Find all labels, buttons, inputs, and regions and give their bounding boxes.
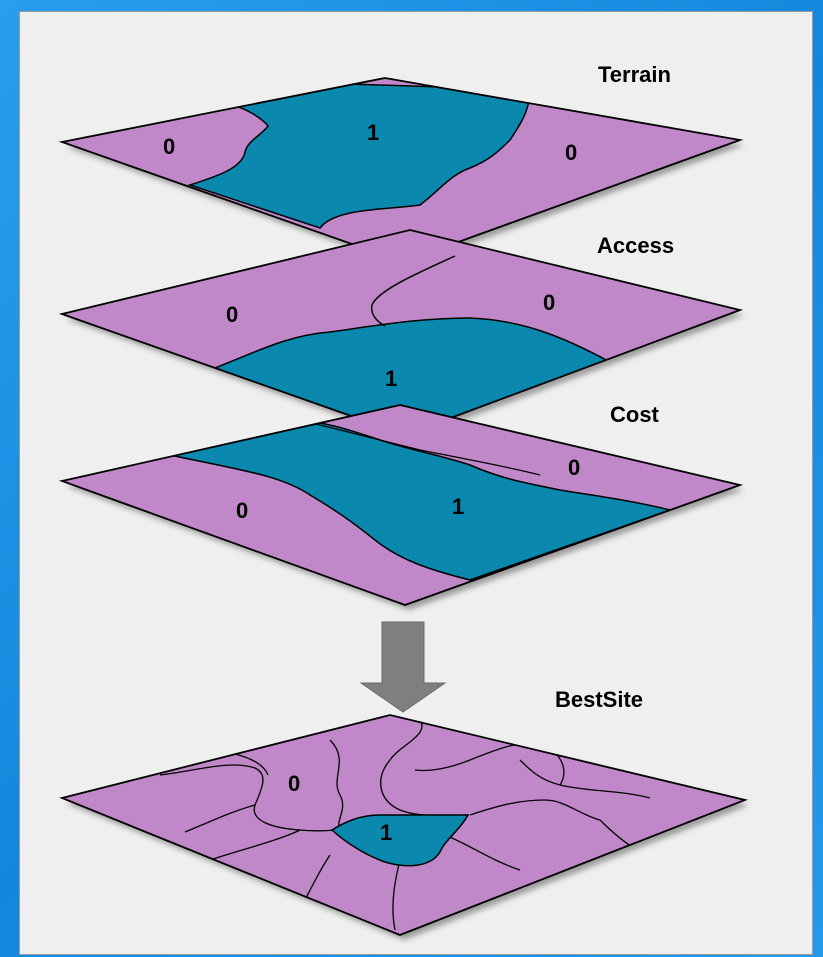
cost-value-left: 0 [236, 498, 248, 523]
terrain-value-left: 0 [163, 134, 175, 159]
bestsite-label: BestSite [555, 687, 643, 712]
cost-value-center: 1 [452, 494, 464, 519]
bestsite-value-zero: 0 [288, 771, 300, 796]
cost-value-right: 0 [568, 455, 580, 480]
access-outline [58, 229, 744, 436]
down-arrow-icon [359, 621, 447, 713]
terrain-label: Terrain [598, 62, 671, 87]
bestsite-layer: 0 1 [59, 714, 748, 936]
access-label: Access [597, 233, 674, 258]
terrain-value-right: 0 [565, 140, 577, 165]
access-value-right: 0 [543, 290, 555, 315]
bestsite-value-one: 1 [380, 820, 392, 845]
access-value-left: 0 [226, 302, 238, 327]
terrain-outline [58, 77, 744, 263]
terrain-value-center: 1 [367, 120, 379, 145]
cost-layer: 0 0 1 [58, 404, 744, 606]
bestsite-region-1 [330, 814, 470, 867]
cost-label: Cost [610, 402, 660, 427]
access-boundary [370, 255, 456, 327]
bestsite-outline [59, 714, 748, 936]
cost-outline [58, 404, 744, 606]
terrain-region-1 [187, 79, 531, 229]
cost-boundary [299, 419, 541, 476]
access-value-center: 1 [385, 366, 397, 391]
terrain-layer: 0 1 0 [58, 77, 744, 263]
